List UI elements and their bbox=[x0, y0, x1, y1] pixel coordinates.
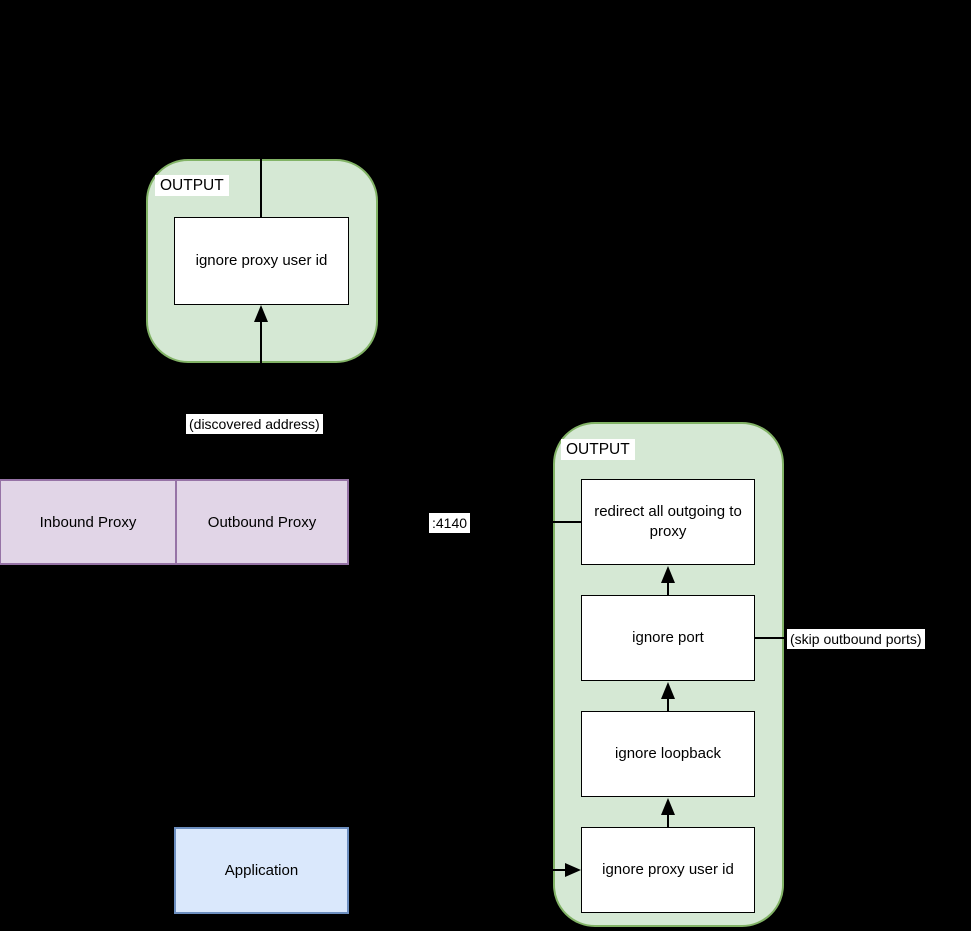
discovered-address-label: (discovered address) bbox=[186, 414, 323, 435]
inbound-chain-title: OUTPUT bbox=[155, 175, 229, 197]
skip-outbound-ports-label: (skip outbound ports) bbox=[787, 629, 925, 650]
connector-into-inbound-node-top bbox=[260, 159, 262, 217]
arrowhead-up-into-inbound-node bbox=[254, 305, 268, 322]
node-ignore-loopback: ignore loopback bbox=[581, 711, 755, 797]
application-box: Application bbox=[174, 827, 349, 914]
node-label: ignore proxy user id bbox=[602, 860, 734, 878]
outbound-chain-title: OUTPUT bbox=[561, 439, 635, 461]
node-label: redirect all outgoing to proxy bbox=[594, 502, 742, 540]
arrowhead-up-into-ignore-loopback bbox=[661, 798, 675, 815]
node-label: ignore loopback bbox=[615, 744, 721, 762]
outbound-proxy-label: Outbound Proxy bbox=[207, 513, 317, 531]
application-label: Application bbox=[224, 862, 299, 879]
connector-ignore-loopback-to-ignore-port bbox=[667, 699, 669, 711]
node-ignore-port: ignore port bbox=[581, 595, 755, 681]
proxy-row: Inbound Proxy Outbound Proxy bbox=[0, 479, 349, 565]
arrowhead-up-into-ignore-port bbox=[661, 682, 675, 699]
arrowhead-right-into-ignore-proxy-user-id bbox=[565, 863, 581, 877]
arrowhead-up-into-redirect-node bbox=[661, 566, 675, 583]
node-redirect-all-outgoing-to-proxy: redirect all outgoing to proxy bbox=[581, 479, 755, 565]
connector-4140-into-redirect-node bbox=[553, 521, 581, 523]
node-label: ignore port bbox=[632, 628, 704, 646]
connector-into-inbound-node-bottom bbox=[260, 322, 262, 363]
outbound-proxy-box: Outbound Proxy bbox=[175, 481, 347, 563]
node-outbound-ignore-proxy-user-id: ignore proxy user id bbox=[581, 827, 755, 913]
connector-ignore-proxy-user-id-to-ignore-loopback bbox=[667, 815, 669, 827]
inbound-output-chain: OUTPUT ignore proxy user id bbox=[146, 159, 378, 363]
connector-ignore-port-to-redirect bbox=[667, 583, 669, 595]
outbound-output-chain: OUTPUT redirect all outgoing to proxy ig… bbox=[538, 422, 789, 927]
port-4140-label: :4140 bbox=[429, 513, 471, 534]
connector-ignore-port-to-skip-label bbox=[755, 637, 789, 639]
node-inbound-ignore-proxy-user-id: ignore proxy user id bbox=[174, 217, 349, 305]
node-label: ignore proxy user id bbox=[195, 251, 328, 269]
connector-application-into-chain bbox=[538, 869, 565, 871]
inbound-proxy-box: Inbound Proxy bbox=[1, 481, 175, 563]
inbound-proxy-label: Inbound Proxy bbox=[39, 513, 137, 531]
